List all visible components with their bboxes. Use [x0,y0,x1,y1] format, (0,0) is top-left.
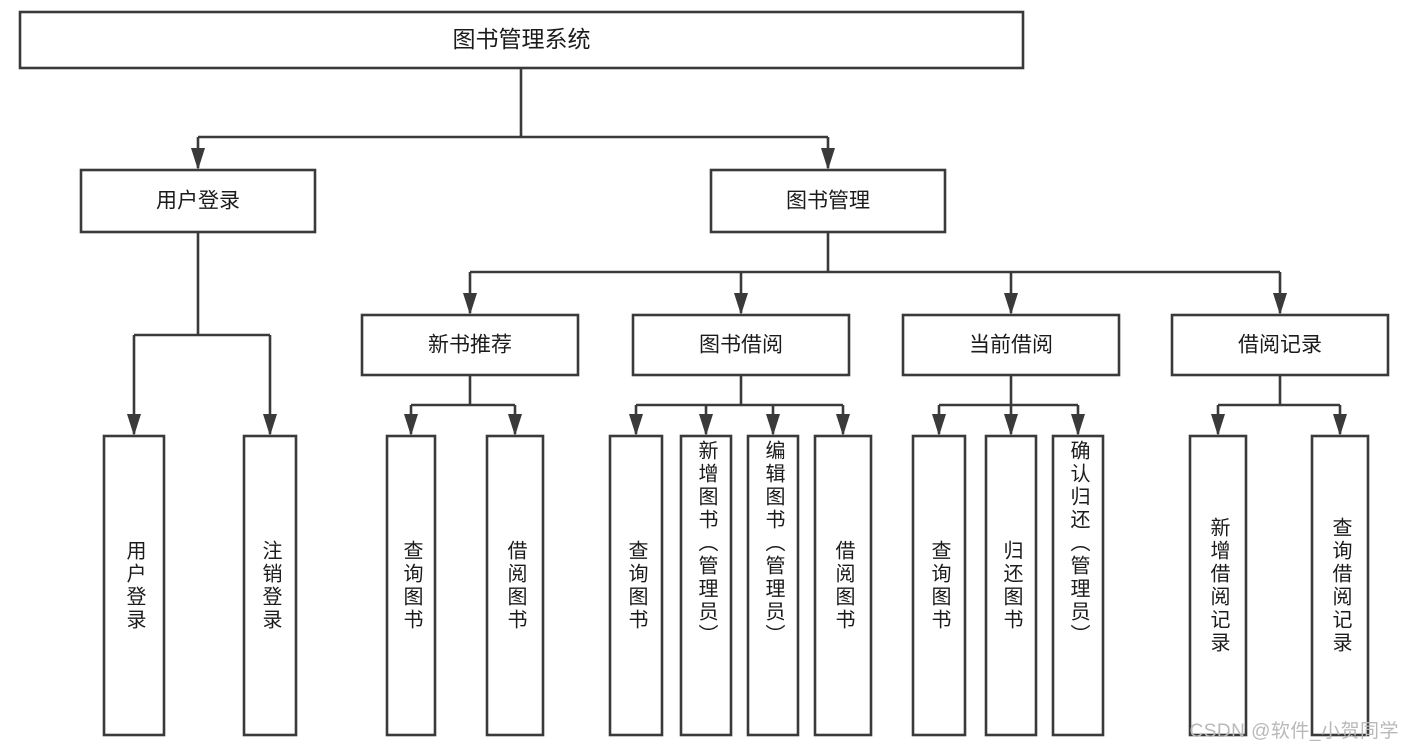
arrow-head-icon [1004,414,1018,436]
arrow-head-icon [766,414,780,436]
arrow-head-icon [699,414,713,436]
arrow-head-icon [932,414,946,436]
arrow-head-icon [263,414,277,436]
node-level2-1-label: 图书管理 [786,190,870,213]
node-level3-2-label: 当前借阅 [969,334,1053,357]
node-level2-1[interactable] [709,168,947,234]
arrow-head-icon [629,414,643,436]
node-leaf-8-box [911,434,967,737]
node-root[interactable] [18,10,1025,70]
node-leaf-5[interactable] [679,434,733,737]
watermark-text: CSDN @软件_小贺同学 [1189,721,1399,742]
arrow-head-icon [463,293,477,315]
node-leaf-11-box [1188,434,1248,737]
arrow-head-icon [1211,414,1225,436]
node-leaf-1[interactable] [242,434,298,737]
node-leaf-3-box [485,434,545,737]
connector-layer [127,68,1347,436]
node-leaf-3[interactable] [485,434,545,737]
node-level3-1[interactable] [631,313,851,377]
node-leaf-7-box [813,434,873,737]
node-leaf-11[interactable] [1188,434,1248,737]
node-level3-2[interactable] [901,313,1121,377]
node-leaf-0[interactable] [102,434,166,737]
node-level2-0[interactable] [79,168,317,234]
node-leaf-7[interactable] [813,434,873,737]
node-leaf-8[interactable] [911,434,967,737]
node-leaf-6[interactable] [746,434,800,737]
node-leaf-1-box [242,434,298,737]
node-level3-0-box [360,313,580,377]
arrow-head-icon [1333,414,1347,436]
node-level2-1-box [709,168,947,234]
arrow-head-icon [734,293,748,315]
node-root-label: 图书管理系统 [453,26,591,52]
arrow-head-icon [1273,293,1287,315]
arrow-head-icon [191,148,205,170]
node-leaf-10-box [1051,434,1105,737]
node-leaf-5-box [679,434,733,737]
node-level3-0[interactable] [360,313,580,377]
arrow-head-icon [404,414,418,436]
node-leaf-0-box [102,434,166,737]
arrow-head-icon [836,414,850,436]
node-level3-3-box [1170,313,1390,377]
node-leaf-4[interactable] [608,434,664,737]
arrow-head-icon [1004,293,1018,315]
node-level3-3[interactable] [1170,313,1390,377]
node-layer [18,10,1390,737]
node-level2-0-box [79,168,317,234]
node-level3-3-label: 借阅记录 [1238,334,1322,357]
node-level3-2-box [901,313,1121,377]
node-level3-1-box [631,313,851,377]
arrow-head-icon [508,414,522,436]
node-leaf-9[interactable] [984,434,1038,737]
node-leaf-10[interactable] [1051,434,1105,737]
node-level3-0-label: 新书推荐 [428,334,512,357]
node-leaf-9-box [984,434,1038,737]
node-leaf-2-box [385,434,437,737]
node-leaf-4-box [608,434,664,737]
arrow-head-icon [127,414,141,436]
node-leaf-6-box [746,434,800,737]
node-level2-0-label: 用户登录 [156,190,240,213]
node-leaf-12-box [1310,434,1370,737]
node-leaf-2[interactable] [385,434,437,737]
node-level3-1-label: 图书借阅 [699,334,783,357]
arrow-head-icon [1071,414,1085,436]
node-leaf-12[interactable] [1310,434,1370,737]
arrow-head-icon [821,148,835,170]
node-root-box [18,10,1025,70]
